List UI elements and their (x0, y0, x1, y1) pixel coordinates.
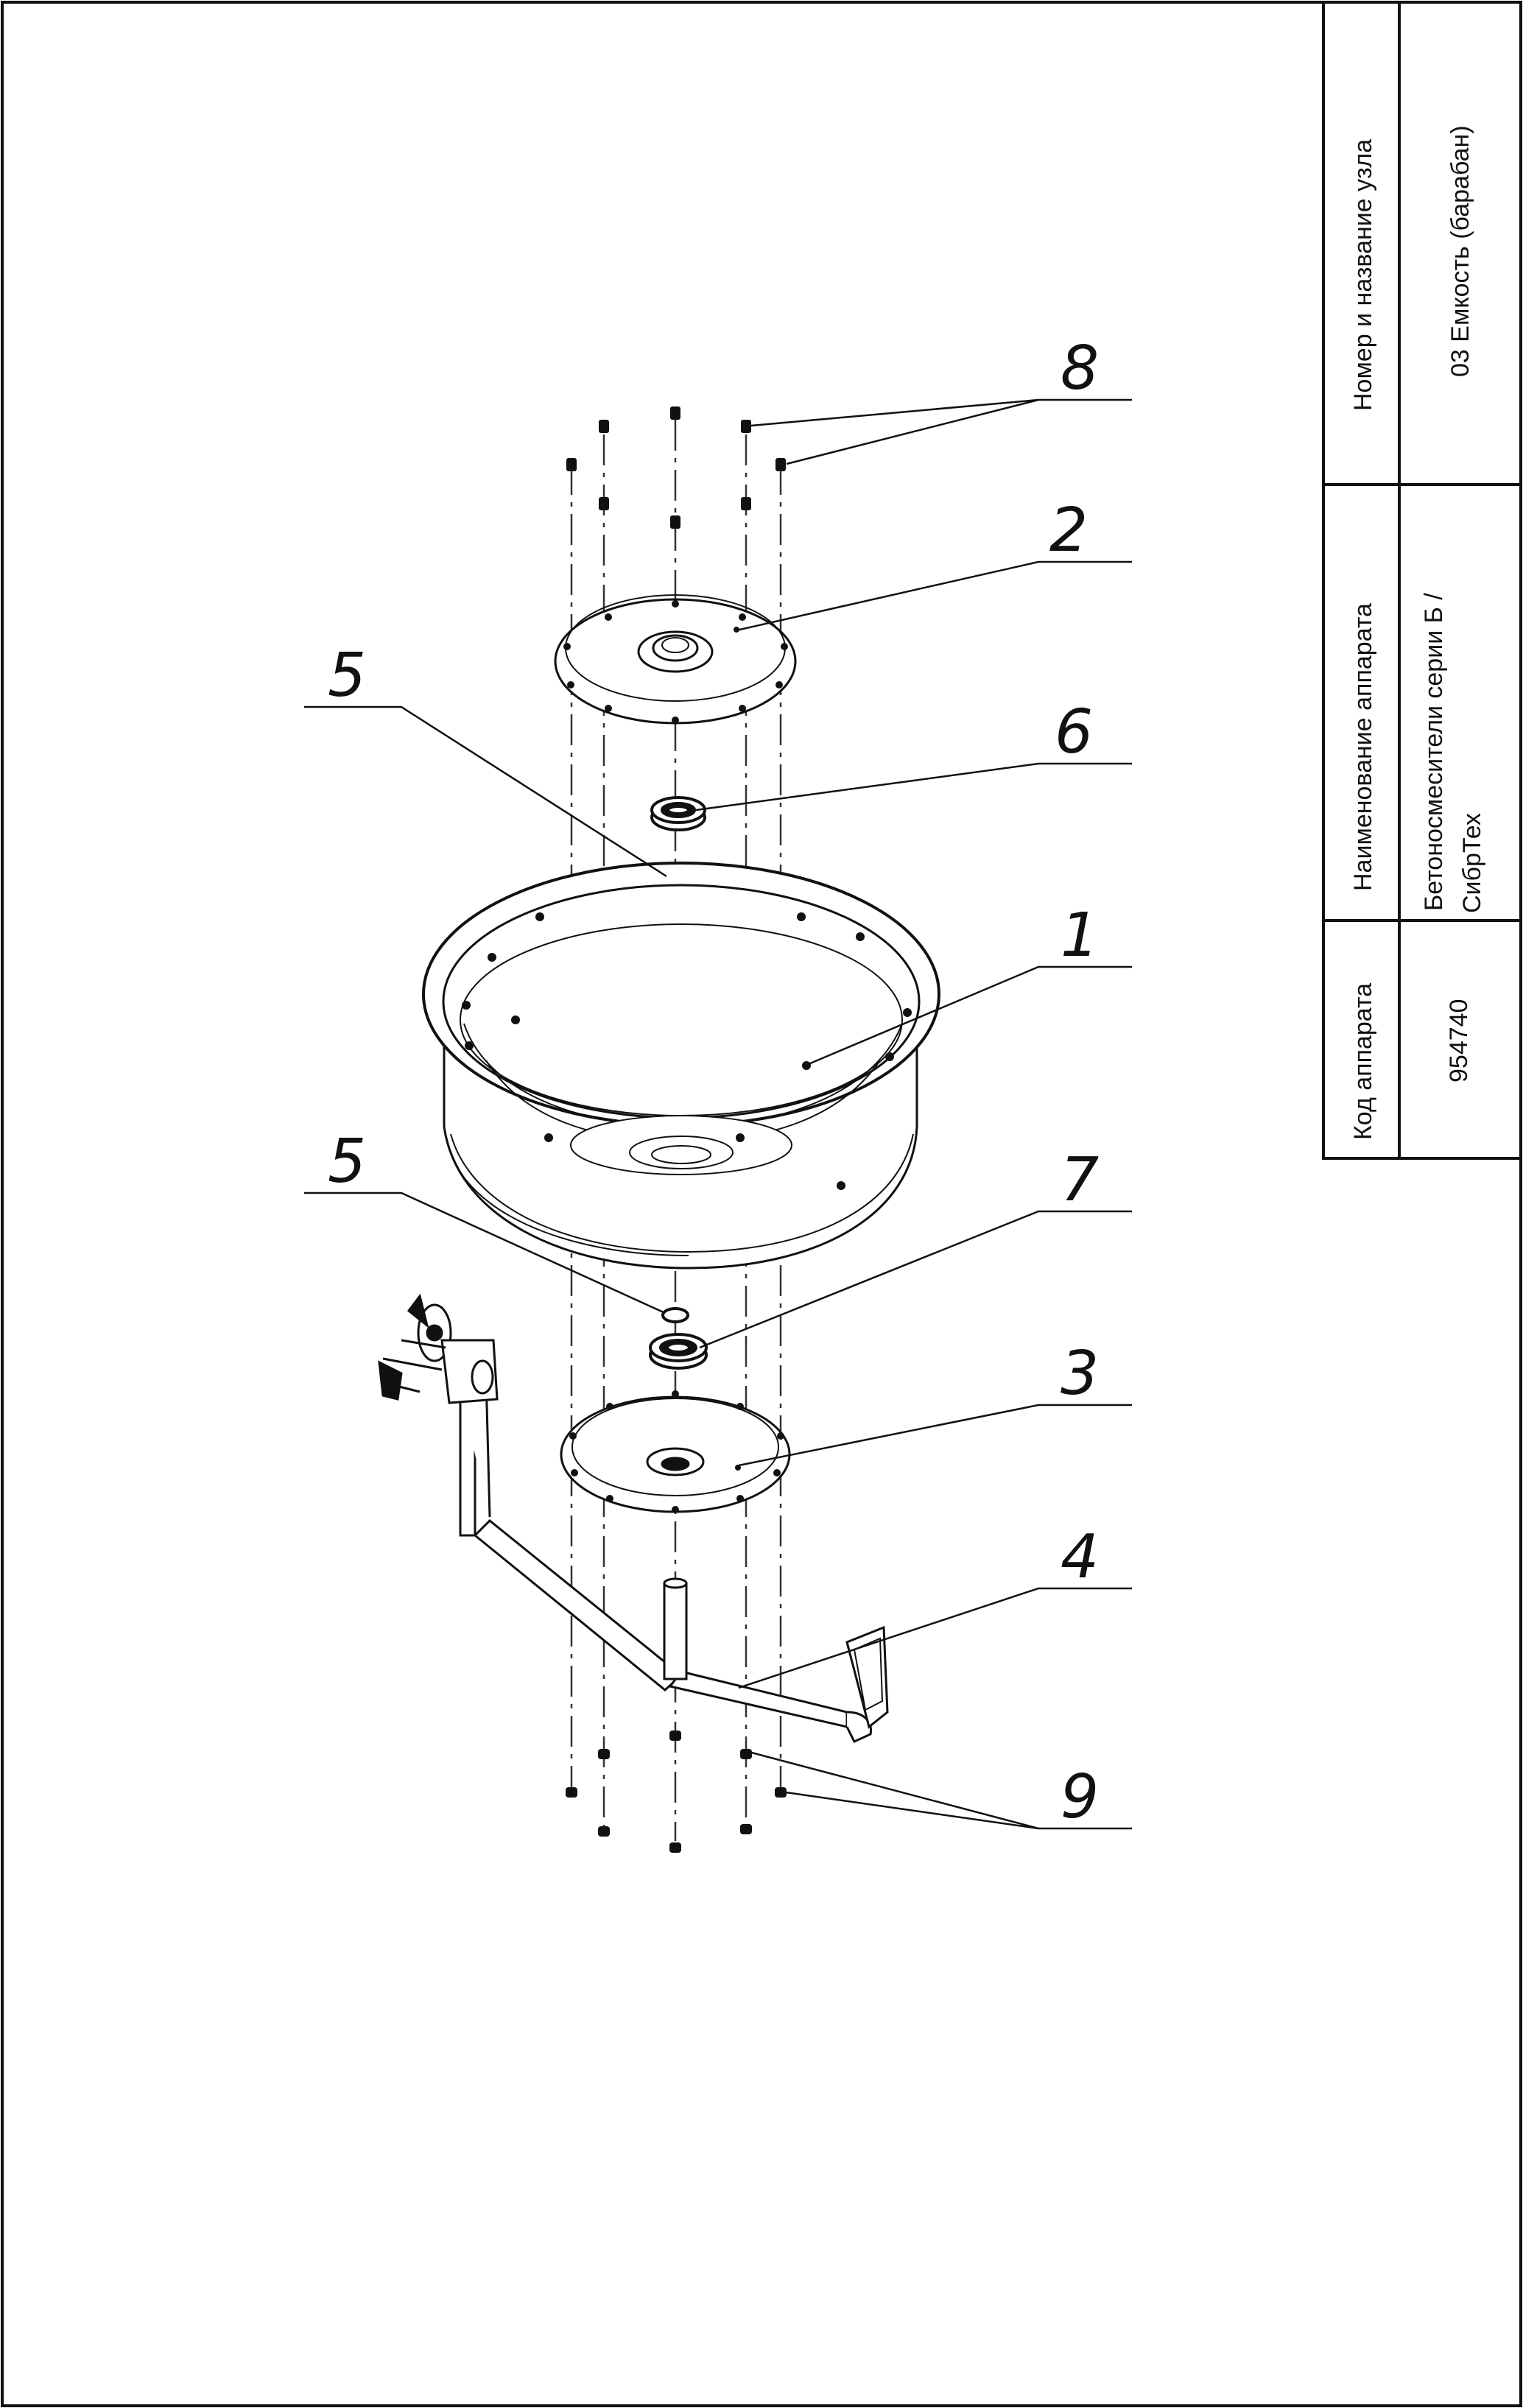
drive-assembly (378, 1293, 499, 1404)
lower-bearing (649, 1333, 708, 1370)
node-header: Номер и название узла (1349, 138, 1377, 411)
upper-bearing (650, 796, 706, 831)
callout-6: 6 (1055, 697, 1093, 767)
lower-flange (560, 1395, 791, 1513)
callout-9: 9 (1061, 1762, 1099, 1832)
device-value-line1: Бетоносмесители серии Б / (1420, 593, 1448, 911)
bolts-top (566, 406, 786, 529)
code-value: 954740 (1445, 999, 1473, 1082)
callout-2: 2 (1049, 496, 1088, 566)
callout-7: 7 (1061, 1145, 1099, 1215)
node-value: 03 Емкость (барабан) (1446, 125, 1474, 377)
lower-ring (661, 1307, 689, 1323)
callout-4: 4 (1061, 1522, 1099, 1592)
callout-1: 1 (1061, 901, 1099, 971)
title-block (1322, 1, 1522, 1160)
drum-rim-holes (462, 912, 912, 1190)
nuts-bottom (566, 1731, 787, 1853)
upper-flange (554, 594, 797, 725)
callout-8: 8 (1061, 334, 1099, 404)
code-header: Код аппарата (1349, 982, 1377, 1140)
upper-flange-holes (563, 600, 788, 724)
callout-5-lower: 5 (328, 1127, 366, 1197)
callout-3: 3 (1061, 1339, 1099, 1409)
leader-lines (304, 398, 1132, 1830)
frame-bracket (459, 1375, 889, 1743)
device-value-line2: СибрТех (1458, 813, 1486, 913)
callout-5-upper: 5 (328, 641, 366, 711)
device-header: Наименование аппарата (1349, 603, 1377, 891)
lower-flange-holes (569, 1390, 784, 1513)
drum-bowl (422, 862, 940, 1270)
